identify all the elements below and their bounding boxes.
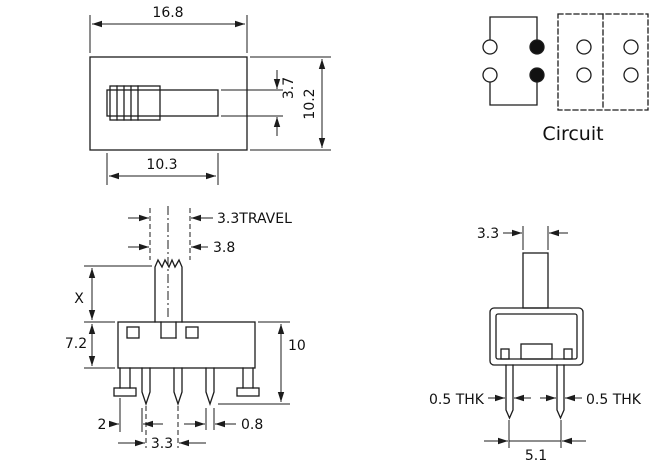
- front-view: 3.3TRAVEL 3.8 X 7.2 10: [65, 206, 306, 452]
- dim-pin-pitch: 3.3: [118, 406, 206, 452]
- dim-pin-width: 0.8: [184, 408, 263, 433]
- dim-thickness-right-label: 0.5 THK: [586, 392, 642, 408]
- terminal-open: [623, 67, 639, 83]
- knob-base: [160, 321, 177, 339]
- dim-thickness-left: 0.5 THK: [429, 392, 531, 408]
- terminal-open: [482, 39, 498, 55]
- dim-x-label: X: [74, 291, 84, 307]
- inner-detail-left: [500, 348, 510, 360]
- actuator-knob-side: [522, 252, 549, 309]
- terminal-open: [623, 39, 639, 55]
- dim-slot-height: 3.7: [221, 70, 297, 136]
- terminal-open: [576, 67, 592, 83]
- dim-knob-width: 3.8: [128, 240, 235, 256]
- dim-total-height: 10: [218, 321, 306, 405]
- body-window-left: [126, 326, 140, 339]
- pin-3: [205, 367, 215, 407]
- knob-hatch: [116, 85, 139, 121]
- dim-pin-span: 5.1: [484, 420, 586, 464]
- terminal-pins: [141, 367, 215, 407]
- dim-body-height-label: 7.2: [65, 336, 87, 352]
- dim-width: 16.8: [89, 5, 248, 53]
- dim-edge-offset-label: 2: [98, 417, 107, 433]
- slide-knob: [109, 85, 161, 121]
- dim-pin-span-label: 5.1: [525, 448, 547, 464]
- pin-side-left: [505, 364, 514, 420]
- actuator-knob: [154, 258, 183, 323]
- dim-knob-depth-label: 3.3: [477, 226, 499, 242]
- body-inner-side: [495, 313, 578, 360]
- dim-knob-width-label: 3.8: [213, 240, 235, 256]
- slide-slot: [106, 89, 219, 117]
- dim-pin-pitch-label: 3.3: [151, 436, 173, 452]
- dim-edge-offset: 2: [98, 398, 163, 433]
- solid-link-bottom: [489, 81, 538, 106]
- dim-body-height: 7.2: [65, 324, 115, 369]
- inner-block: [520, 343, 553, 360]
- inner-detail-right: [563, 348, 573, 360]
- dim-height: 10.2: [250, 56, 331, 151]
- terminal-open: [482, 67, 498, 83]
- dim-thickness-right: 0.5 THK: [540, 392, 642, 408]
- dim-total-height-label: 10: [288, 338, 306, 354]
- solid-link-top: [489, 16, 538, 41]
- dim-height-label: 10.2: [302, 88, 318, 119]
- terminal-circles: [482, 39, 639, 83]
- terminal-common: [529, 67, 545, 83]
- dim-knob-depth: 3.3: [477, 226, 568, 250]
- dim-thickness-left-label: 0.5 THK: [429, 392, 485, 408]
- pin-side-right: [556, 364, 565, 420]
- terminal-open: [576, 39, 592, 55]
- dim-slot-height-label: 3.7: [281, 77, 297, 99]
- mounting-lug-right: [236, 367, 260, 397]
- dim-slot-width: 10.3: [106, 153, 219, 185]
- dim-width-label: 16.8: [152, 5, 183, 21]
- body-outer-side: [489, 307, 584, 366]
- switch-body-outline: [89, 56, 248, 151]
- circuit-label: Circuit: [542, 123, 603, 145]
- circuit-diagram: Circuit: [482, 13, 649, 145]
- pin-2: [173, 367, 183, 407]
- dim-pin-width-label: 0.8: [241, 417, 263, 433]
- dim-slot-width-label: 10.3: [146, 157, 177, 173]
- top-view: 16.8 10.2 3.7 10.3: [89, 5, 331, 185]
- terminal-common: [529, 39, 545, 55]
- mounting-lug-left: [113, 367, 137, 397]
- dim-travel: 3.3TRAVEL: [128, 211, 292, 227]
- side-view: 3.3 0.5 THK 0.5 THK 5.1: [429, 226, 642, 464]
- pin-1: [141, 367, 151, 407]
- dim-travel-label: 3.3TRAVEL: [217, 211, 292, 227]
- body-window-right: [185, 326, 199, 339]
- switch-body: [117, 321, 256, 369]
- dim-x: X: [74, 265, 152, 323]
